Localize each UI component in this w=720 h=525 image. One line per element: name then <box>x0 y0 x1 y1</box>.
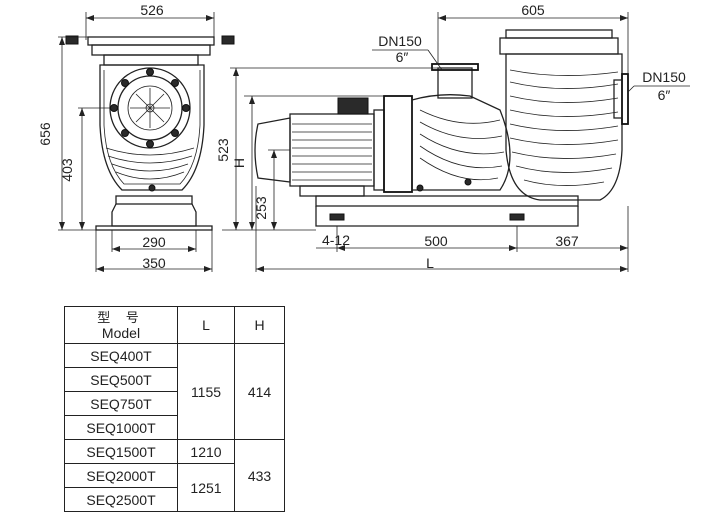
l-value-cell: 1251 <box>177 463 235 512</box>
pump-dimension-drawing: 526 <box>37 2 690 272</box>
header-h: H <box>234 306 285 344</box>
table-row: SEQ2500T <box>64 487 285 512</box>
model-dimension-table: 型 号 Model L H SEQ400T 1155 414 SEQ500T S… <box>64 306 285 512</box>
label-outlet-size: DN150 <box>378 33 422 49</box>
dim-holes: 4-12 <box>322 232 350 248</box>
dim-end-distance: 367 <box>555 233 579 249</box>
table-row: SEQ500T <box>64 367 285 392</box>
dim-bolt-spacing: 500 <box>424 233 448 249</box>
h-value-cell: 433 <box>234 439 285 512</box>
table-row: SEQ400T 1155 414 <box>64 343 285 440</box>
label-inlet-inch: 6″ <box>658 87 671 103</box>
model-cell: SEQ750T <box>64 391 178 416</box>
dim-var-height: H <box>231 158 247 168</box>
dim-outlet-height: 523 <box>215 138 231 162</box>
dim-var-length: L <box>426 255 434 271</box>
dim-inlet-height: 403 <box>59 158 75 182</box>
header-l: L <box>177 306 235 344</box>
model-cell: SEQ1000T <box>64 415 178 440</box>
model-cell: SEQ2500T <box>64 487 178 512</box>
l-value-cell: 1155 <box>177 343 235 440</box>
model-cell: SEQ2000T <box>64 463 178 488</box>
l-value-cell: 1210 <box>177 439 235 464</box>
dim-strainer-length: 605 <box>521 2 545 18</box>
dim-front-width: 526 <box>140 2 164 18</box>
label-outlet-inch: 6″ <box>396 49 409 65</box>
dim-base-outer: 350 <box>142 255 166 271</box>
side-view: 605 DN150 6″ DN150 6″ 523 H 253 <box>215 2 690 272</box>
label-inlet-size: DN150 <box>642 69 686 85</box>
model-cell: SEQ1500T <box>64 439 178 464</box>
table-row: SEQ750T <box>64 391 285 416</box>
front-view: 526 <box>37 2 235 272</box>
table-row: SEQ1000T <box>64 415 285 440</box>
header-model-cn: 型 号 <box>97 309 145 325</box>
dim-front-height: 656 <box>37 122 53 146</box>
table-header-row: 型 号 Model L H <box>64 306 285 344</box>
model-cell: SEQ500T <box>64 367 178 392</box>
h-value-cell: 414 <box>234 343 285 440</box>
table-row: SEQ1500T 1210 433 <box>64 439 285 512</box>
table-row: SEQ2000T 1251 <box>64 463 285 512</box>
dim-base-inner: 290 <box>142 234 166 250</box>
header-model: 型 号 Model <box>64 306 178 344</box>
model-cell: SEQ400T <box>64 343 178 368</box>
dim-shaft-height: 253 <box>253 196 269 220</box>
header-model-en: Model <box>101 324 141 341</box>
